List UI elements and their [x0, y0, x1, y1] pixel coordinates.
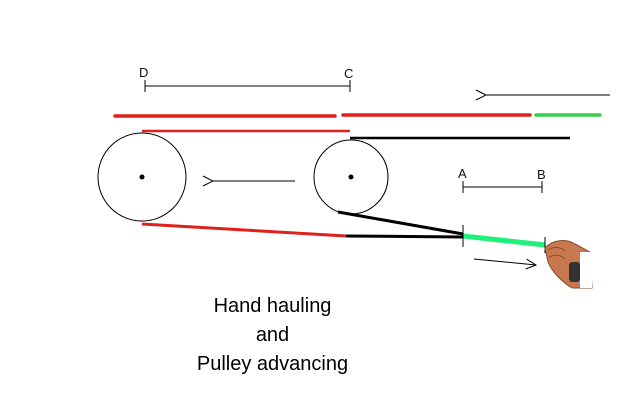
dimension-dc	[144, 80, 351, 92]
hand-icon	[544, 240, 593, 289]
diagram-caption: Hand hauling and Pulley advancing	[150, 292, 395, 379]
caption-line-2: and	[255, 324, 290, 346]
label-point-c: C	[344, 66, 354, 81]
pulley-right	[313, 139, 389, 215]
caption-line-3: Pulley advancing	[196, 353, 349, 375]
caption-line-1: Hand hauling	[213, 295, 332, 317]
dimension-ab	[462, 181, 543, 193]
label-point-a: A	[458, 166, 467, 181]
pulley-left	[97, 132, 187, 222]
rope-lower-black	[345, 234, 464, 239]
label-point-b: B	[537, 167, 546, 182]
rope-diag-black	[337, 210, 464, 236]
arrow-lower-right	[473, 258, 536, 265]
label-point-d: D	[139, 65, 149, 80]
rope-lower-red	[141, 222, 347, 238]
rope-lower-green	[462, 233, 546, 248]
